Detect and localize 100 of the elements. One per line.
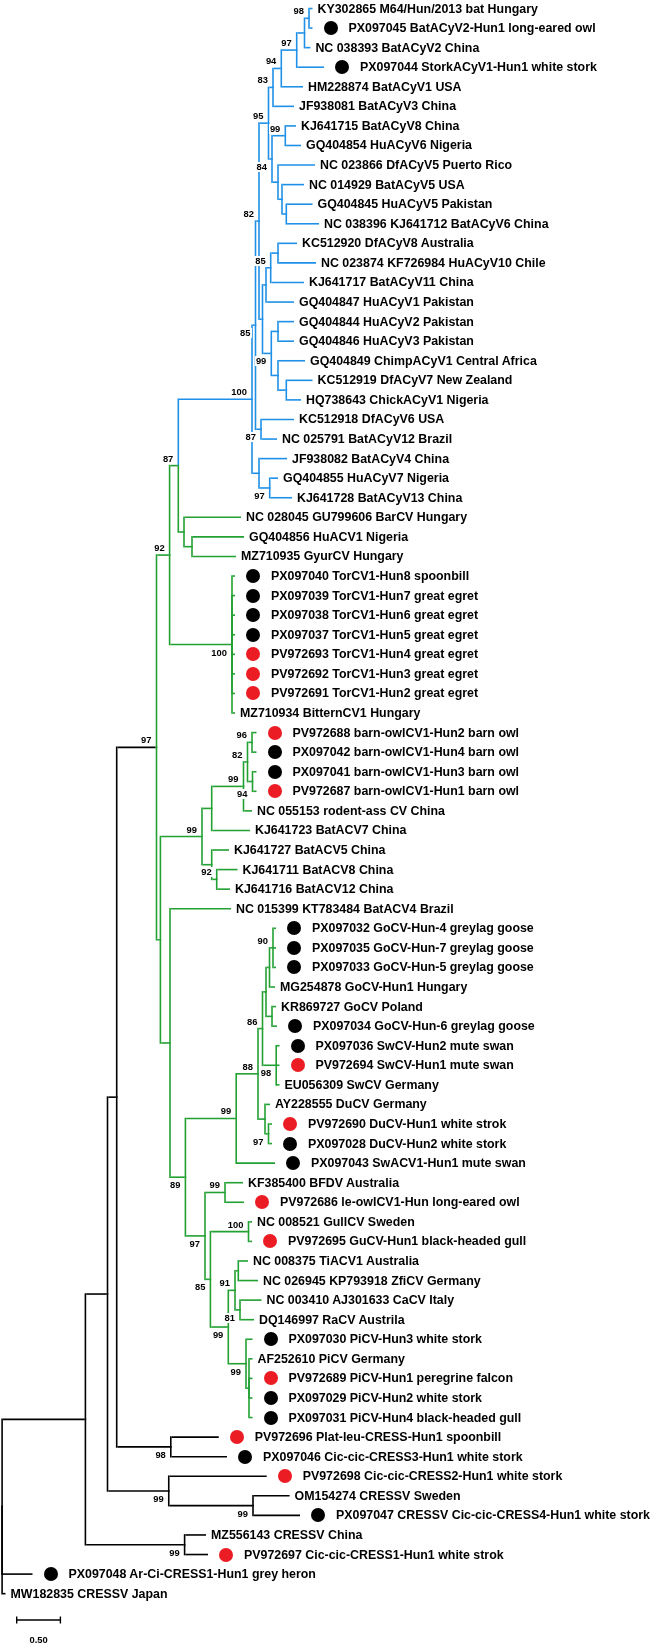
taxon-label: NC 023874 KF726984 HuACyV10 Chile xyxy=(316,254,546,271)
taxon-label: HQ738643 ChickACyV1 Nigeria xyxy=(301,391,489,408)
taxon-label: NC 008521 GullCV Sweden xyxy=(252,1213,415,1230)
taxon-label: GQ404845 HuACyV5 Pakistan xyxy=(312,196,493,213)
branch-line xyxy=(268,158,272,160)
branch-line xyxy=(156,554,170,556)
branch-line xyxy=(296,66,325,68)
branch-line xyxy=(205,1278,211,1281)
taxon-label: KJ641715 BatACyV8 China xyxy=(296,117,460,134)
bootstrap-value: 99 xyxy=(208,1180,221,1191)
branch-line xyxy=(286,222,320,225)
branch-line xyxy=(247,741,252,744)
bootstrap-value: 85 xyxy=(193,1282,207,1293)
branch-line xyxy=(309,7,314,10)
branch-line xyxy=(259,318,263,320)
bootstrap-value: 98 xyxy=(292,6,305,17)
branch-line xyxy=(184,516,242,519)
taxon-label: PV972695 GuCV-Hun1 black-headed gull xyxy=(288,1233,527,1250)
taxon-label: PX097044 StorkACyV1-Hun1 white stork xyxy=(360,59,597,76)
bootstrap-value: 85 xyxy=(239,328,252,339)
branch-line xyxy=(282,213,287,215)
branch-line xyxy=(184,1534,207,1536)
branch-line xyxy=(249,1397,254,1399)
branch-line xyxy=(202,807,212,810)
branch-line xyxy=(211,829,251,832)
taxon-label: NC 008375 TiACV1 Australia xyxy=(248,1252,419,1269)
branch-line xyxy=(211,878,217,881)
branch-line xyxy=(262,284,266,286)
branch-line xyxy=(85,1293,108,1295)
bootstrap-value: 85 xyxy=(254,255,267,266)
taxon-label: KC512919 DfACyV7 New Zealand xyxy=(312,372,513,389)
taxon-label: KJ641717 BatACyV11 China xyxy=(304,274,474,291)
taxon-label: NC 003410 AJ301633 CaCV Italy xyxy=(261,1292,455,1309)
branch-line xyxy=(282,183,305,186)
clade-bar xyxy=(115,746,118,1448)
taxon-label: PX097030 PiCV-Hun3 white stork xyxy=(288,1331,482,1348)
branch-line xyxy=(228,1289,235,1292)
branch-line xyxy=(269,477,279,479)
branch-line xyxy=(253,1495,291,1497)
branch-line xyxy=(225,1201,245,1204)
bootstrap-value: 84 xyxy=(255,161,268,172)
branch-line xyxy=(262,1064,277,1067)
branch-line xyxy=(156,938,161,941)
branch-line xyxy=(225,1181,244,1184)
branch-line xyxy=(285,125,297,127)
taxon-label: NC 023866 DfACyV5 Puerto Rico xyxy=(315,157,513,174)
taxon-label: MZ710935 GyurCV Hungary xyxy=(236,548,404,565)
taxon-label: AF252610 PiCV Germany xyxy=(252,1350,405,1367)
branch-line xyxy=(273,105,295,108)
branch-line xyxy=(276,1084,281,1086)
taxon-label: GQ404849 ChimpACyV1 Central Africa xyxy=(305,352,537,369)
clade-bar xyxy=(285,203,288,225)
branch-line xyxy=(252,751,258,753)
taxon-label: NC 028045 GU799606 BarCV Hungary xyxy=(241,509,468,526)
branch-line xyxy=(281,49,297,51)
taxon-label: KF385400 BFDV Australia xyxy=(243,1174,400,1191)
clade-bar xyxy=(280,49,283,88)
branch-line xyxy=(272,1005,277,1008)
taxon-label: KY302865 M64/Hun/2013 bat Hungary xyxy=(312,0,538,17)
bootstrap-value: 92 xyxy=(200,867,213,878)
branch-line xyxy=(202,863,212,866)
branch-line xyxy=(262,991,266,993)
taxon-label: PV972692 TorCV1-Hun3 great egret xyxy=(271,665,479,682)
branch-line xyxy=(278,242,298,245)
branch-line xyxy=(272,134,286,137)
branch-line xyxy=(169,464,179,467)
taxon-label: KR869727 GoCV Poland xyxy=(276,998,423,1015)
branch-line xyxy=(232,712,236,714)
branch-line xyxy=(259,122,269,124)
branch-line xyxy=(286,399,302,401)
scale-value: 0.50 xyxy=(29,1634,48,1645)
branch-line xyxy=(261,418,295,421)
branch-line xyxy=(259,457,288,460)
branch-line xyxy=(2,1592,7,1595)
taxon-label: MZ556143 CRESSV China xyxy=(206,1526,363,1543)
branch-line xyxy=(272,181,278,183)
taxon-label: PX097043 SwACV1-Hun1 mute swan xyxy=(311,1155,526,1172)
bootstrap-value: 81 xyxy=(223,1312,236,1323)
taxon-label: PV972689 PiCV-Hun1 peregrine falcon xyxy=(288,1370,513,1387)
branch-line xyxy=(304,46,312,49)
taxon-label: HM228874 BatACyV1 USA xyxy=(303,78,462,95)
clade-bar xyxy=(159,835,162,1044)
bootstrap-value: 87 xyxy=(161,453,175,464)
taxon-label: PV972696 Plat-leu-CRESS-Hun1 spoonbill xyxy=(254,1429,502,1446)
branch-line xyxy=(107,1096,117,1098)
branch-line xyxy=(248,1221,253,1223)
taxon-label: PX097031 PiCV-Hun4 black-headed gull xyxy=(288,1409,522,1426)
taxon-label: PX097034 GoCV-Hun-6 greylag goose xyxy=(313,1018,535,1035)
branch-line xyxy=(286,379,314,382)
taxon-label: PV972688 barn-owlCV1-Hun2 barn owl xyxy=(292,724,520,741)
branch-line xyxy=(228,1362,246,1365)
branch-line xyxy=(184,545,192,548)
bootstrap-value: 97 xyxy=(140,735,153,746)
taxon-label: PX097045 BatACyV2-Hun1 long-eared owl xyxy=(348,20,596,37)
taxon-label: PX097041 barn-owlCV1-Hun3 barn owl xyxy=(292,763,520,780)
taxon-label: PX097033 GoCV-Hun-5 greylag goose xyxy=(312,959,534,976)
branch-line xyxy=(185,1117,237,1120)
branch-line xyxy=(255,220,259,222)
bootstrap-value: 95 xyxy=(252,111,265,122)
branch-line xyxy=(205,1191,225,1194)
